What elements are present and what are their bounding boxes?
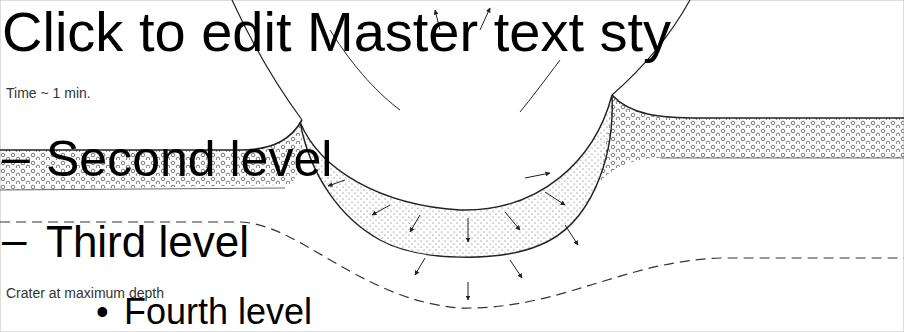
outline-level-text: Third level — [46, 220, 249, 264]
flow-line — [520, 60, 560, 112]
layer-boundary — [612, 95, 904, 118]
figure-caption: Crater at maximum depth — [6, 286, 164, 300]
time-note: Time ~ 1 min. — [6, 86, 91, 100]
layer-boundary — [660, 158, 904, 159]
ejecta-layer — [600, 95, 904, 182]
outline-level-text: Second level — [46, 134, 332, 184]
title-placeholder: Click to edit Master text sty — [2, 4, 671, 60]
bullet-dash: – — [2, 218, 26, 262]
bullet-dash: – — [2, 132, 30, 182]
breccia-lens — [300, 95, 612, 257]
layer-boundary — [0, 188, 285, 190]
